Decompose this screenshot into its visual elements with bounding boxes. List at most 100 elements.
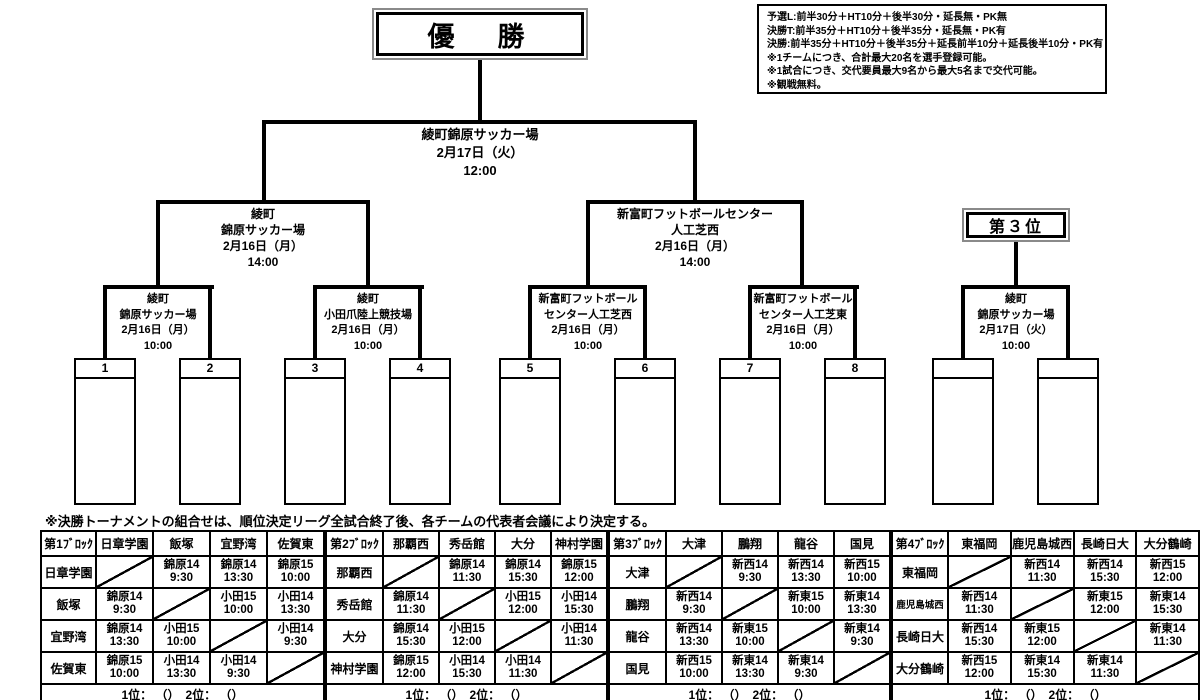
match-date: 2月16日（月） (654, 239, 736, 253)
slot-number: 5 (501, 360, 559, 379)
match-venue: 新西14 (961, 623, 998, 635)
venue-line: 人工芝西 (670, 223, 719, 237)
third-place-slot-box (1037, 358, 1099, 505)
match-time: 11:30 (1027, 572, 1057, 584)
match-time: 10:00 (109, 668, 140, 680)
match-time: 11:30 (1090, 668, 1120, 680)
third-place-box: 第３位 (962, 208, 1070, 242)
match-venue: 新東14 (1024, 655, 1061, 667)
match-venue: 小田15 (220, 591, 257, 603)
match-time: 15:30 (508, 572, 538, 584)
match-date: 2月16日（月） (551, 324, 625, 336)
bracket-line (1014, 242, 1018, 289)
match-time: 13:30 (791, 572, 821, 584)
venue-line: 新富町フットボール (753, 293, 853, 305)
match-time: 11:30 (964, 604, 994, 616)
slot-number: 8 (826, 360, 884, 379)
team-header-cell: 神村学園 (550, 530, 608, 557)
slot-box-5: 5 (499, 358, 561, 505)
team-header-cell: 国見 (833, 530, 891, 557)
bracket-line (262, 120, 697, 124)
bracket-line (313, 285, 317, 360)
final-match-label: 綾町錦原サッカー場 2月17日（火） 12:00 (370, 126, 590, 180)
slot-box-4: 4 (389, 358, 451, 505)
match-time: 12:00 (964, 668, 995, 680)
slot-number: 4 (391, 360, 449, 379)
match-time: 13:30 (166, 668, 197, 680)
match-venue: 錦原15 (561, 559, 597, 571)
match-venue: 新東14 (1086, 655, 1123, 667)
final-date: 2月17日（火） (436, 145, 524, 160)
match-time: 9:30 (283, 636, 308, 648)
match-venue: 小田14 (449, 655, 485, 667)
rule-line-1: 予選L:前半30分＋HT10分＋後半30分・延長無・PK無 (767, 12, 1008, 23)
team-row-cell: 秀岳館 (325, 587, 384, 621)
match-time: 13:30 (735, 668, 765, 680)
match-venue: 新西15 (961, 655, 998, 667)
bracket-line (478, 60, 482, 124)
diagonal-cell (665, 555, 723, 589)
match-venue: 錦原14 (505, 559, 541, 571)
match-time: 10:00 (788, 339, 818, 352)
team-header-cell: 龍谷 (777, 530, 835, 557)
block-name: 第4ﾌﾞﾛｯｸ (891, 530, 949, 557)
match-venue: 錦原14 (106, 623, 143, 635)
venue-line: 新富町フットボールセンター (616, 207, 773, 221)
bracket-line (313, 285, 424, 289)
semifinal-1-label: 綾町 錦原サッカー場 2月16日（月） 14:00 (163, 206, 363, 270)
match-venue: 錦原14 (393, 623, 429, 635)
match-venue: 錦原15 (106, 655, 143, 667)
team-row-cell: 大津 (608, 555, 667, 589)
match-time: 10:00 (735, 636, 765, 648)
champion-box: 優 勝 (372, 8, 588, 60)
team-row-cell: 大分鶴崎 (891, 651, 949, 685)
match-time: 13:30 (847, 604, 877, 616)
team-header-cell: 大津 (665, 530, 723, 557)
match-date: 2月16日（月） (121, 324, 195, 336)
block-footer: 1位： （） 2位： （） (891, 683, 1200, 700)
venue-line: 綾町 (250, 207, 275, 221)
rule-line-6: ※観戦無料。 (767, 79, 827, 91)
diagonal-cell (833, 651, 891, 685)
slot-box-8: 8 (824, 358, 886, 505)
bracket-line (418, 285, 422, 360)
team-header-cell: 大分 (494, 530, 552, 557)
match-venue: 新東14 (788, 655, 824, 667)
diagonal-cell (438, 587, 496, 621)
match-venue: 小田14 (561, 591, 597, 603)
slot-box-2: 2 (179, 358, 241, 505)
diagonal-cell (777, 619, 835, 653)
match-time: 11:30 (396, 604, 426, 616)
bracket-line (586, 200, 590, 289)
match-time: 10:00 (166, 636, 197, 648)
diagonal-cell (721, 587, 779, 621)
match-venue: 新西14 (788, 559, 824, 571)
match-time: 9:30 (850, 636, 874, 648)
third-place-label: 第３位 (966, 212, 1066, 238)
slot-number: 6 (616, 360, 674, 379)
bracket-line (748, 285, 752, 360)
bracket-line (1066, 285, 1070, 360)
match-time: 10:00 (679, 668, 709, 680)
venue-line: 新富町フットボール (538, 293, 638, 305)
match-venue: 小田14 (277, 591, 314, 603)
match-venue: 新東14 (844, 591, 880, 603)
slot-box-1: 1 (74, 358, 136, 505)
